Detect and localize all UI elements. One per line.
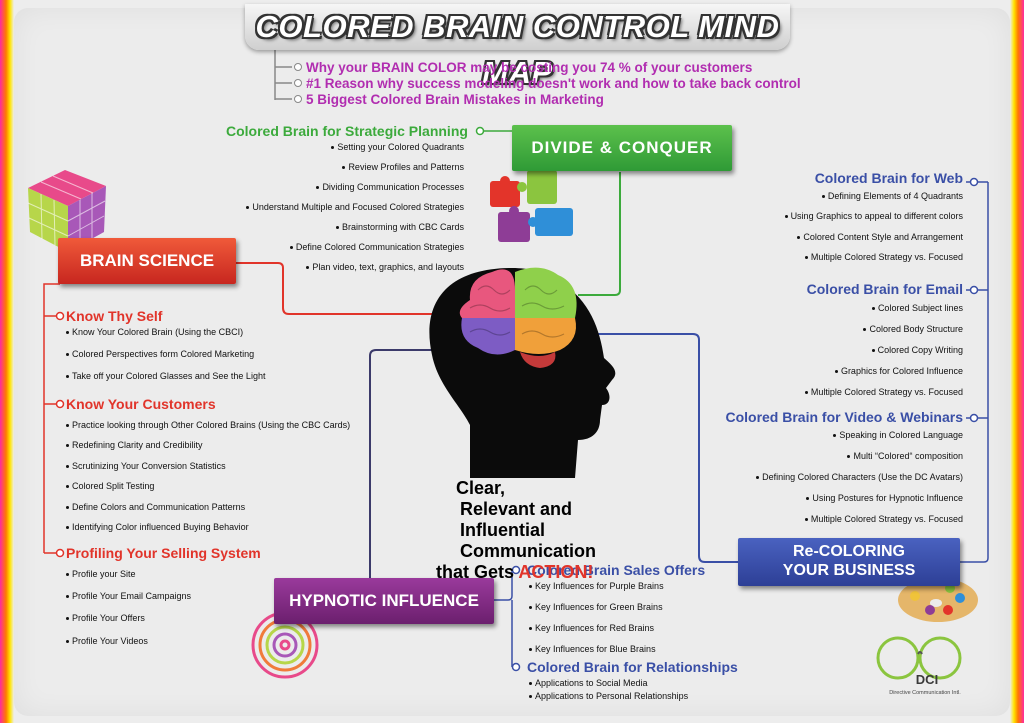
list-item: Know Your Colored Brain (Using the CBCI) bbox=[66, 327, 243, 338]
list-item: Applications to Personal Relationships bbox=[529, 691, 688, 702]
bullet-icon bbox=[294, 79, 302, 87]
list-item: Profile your Site bbox=[66, 569, 136, 580]
puzzle-icon bbox=[490, 170, 573, 242]
list-item: Review Profiles and Patterns bbox=[342, 162, 464, 173]
know-thy-self-heading: Know Thy Self bbox=[66, 308, 163, 324]
relationships-heading: Colored Brain for Relationships bbox=[527, 659, 738, 675]
list-item: Key Influences for Purple Brains bbox=[529, 581, 664, 592]
list-item: Understand Multiple and Focused Colored … bbox=[246, 202, 464, 213]
hypnotic-influence-box: HYPNOTIC INFLUENCE bbox=[274, 578, 494, 624]
list-item: Defining Colored Characters (Use the DC … bbox=[756, 472, 963, 483]
list-item: Redefining Clarity and Credibility bbox=[66, 440, 203, 451]
dci-logo-icon bbox=[876, 636, 962, 680]
subtitle-point: Why your BRAIN COLOR may be costing you … bbox=[294, 60, 752, 76]
list-item: Multiple Colored Strategy vs. Focused bbox=[804, 387, 963, 398]
list-item: Using Graphics to appeal to different co… bbox=[784, 211, 963, 222]
palette-icon bbox=[898, 578, 978, 622]
bullet-icon bbox=[294, 63, 302, 71]
list-item: Graphics for Colored Influence bbox=[834, 366, 963, 377]
subtitle-point: #1 Reason why success modeling doesn't w… bbox=[294, 76, 801, 92]
logo-name: Directive Communication Intl. bbox=[889, 690, 961, 696]
list-item: Key Influences for Blue Brains bbox=[529, 644, 656, 655]
list-item: Speaking in Colored Language bbox=[833, 430, 963, 441]
list-item: Key Influences for Red Brains bbox=[529, 623, 654, 634]
list-item: Applications to Social Media bbox=[529, 678, 648, 689]
brain-icon bbox=[459, 267, 577, 368]
recoloring-box: Re-COLORING YOUR BUSINESS bbox=[738, 538, 960, 586]
logo-initials: DCI bbox=[915, 672, 939, 687]
center-message: Clear, Relevant and Influential Communic… bbox=[436, 478, 597, 582]
list-item: Colored Split Testing bbox=[66, 481, 154, 492]
divide-conquer-box: DIVIDE & CONQUER bbox=[512, 125, 732, 171]
list-item: Setting your Colored Quadrants bbox=[331, 142, 464, 153]
list-item: Profile Your Email Campaigns bbox=[66, 591, 191, 602]
strategic-planning-heading: Colored Brain for Strategic Planning bbox=[226, 123, 468, 139]
list-item: Multi “Colored“ composition bbox=[847, 451, 963, 462]
list-item: Practice looking through Other Colored B… bbox=[66, 420, 350, 431]
title-banner: COLORED BRAIN CONTROL MIND MAP bbox=[245, 4, 790, 90]
know-your-customers-heading: Know Your Customers bbox=[66, 396, 216, 412]
action-highlight: ACTION! bbox=[518, 562, 594, 582]
list-item: Profile Your Offers bbox=[66, 613, 145, 624]
list-item: Colored Perspectives form Colored Market… bbox=[66, 349, 254, 360]
cube-icon bbox=[27, 170, 106, 252]
list-item: Using Postures for Hypnotic Influence bbox=[806, 493, 963, 504]
list-item: Take off your Colored Glasses and See th… bbox=[66, 371, 265, 382]
web-heading: Colored Brain for Web bbox=[814, 170, 963, 186]
list-item: Defining Elements of 4 Quadrants bbox=[821, 191, 963, 202]
page-title: COLORED BRAIN CONTROL MIND MAP bbox=[255, 9, 780, 90]
email-heading: Colored Brain for Email bbox=[806, 281, 963, 297]
list-item: Scrutinizing Your Conversion Statistics bbox=[66, 461, 226, 472]
list-item: Profile Your Videos bbox=[66, 636, 148, 647]
list-item: Plan video, text, graphics, and layouts bbox=[306, 262, 464, 273]
list-item: Brainstorming with CBC Cards bbox=[335, 222, 464, 233]
list-item: Colored Subject lines bbox=[871, 303, 963, 314]
video-heading: Colored Brain for Video & Webinars bbox=[725, 409, 963, 425]
subtitle-point: 5 Biggest Colored Brain Mistakes in Mark… bbox=[294, 92, 604, 108]
list-item: Colored Copy Writing bbox=[871, 345, 963, 356]
bullet-icon bbox=[294, 95, 302, 103]
list-item: Multiple Colored Strategy vs. Focused bbox=[804, 514, 963, 525]
list-item: Identifying Color influenced Buying Beha… bbox=[66, 522, 249, 533]
list-item: Colored Body Structure bbox=[863, 324, 963, 335]
list-item: Key Influences for Green Brains bbox=[529, 602, 663, 613]
profiling-heading: Profiling Your Selling System bbox=[66, 545, 261, 561]
brain-science-box: BRAIN SCIENCE bbox=[58, 238, 236, 284]
sales-offers-heading: Colored Brain Sales Offers bbox=[527, 562, 706, 578]
list-item: Define Colored Communication Strategies bbox=[289, 242, 464, 253]
list-item: Define Colors and Communication Patterns bbox=[66, 502, 245, 513]
list-item: Multiple Colored Strategy vs. Focused bbox=[804, 252, 963, 263]
list-item: Colored Content Style and Arrangement bbox=[797, 232, 963, 243]
list-item: Dividing Communication Processes bbox=[316, 182, 464, 193]
